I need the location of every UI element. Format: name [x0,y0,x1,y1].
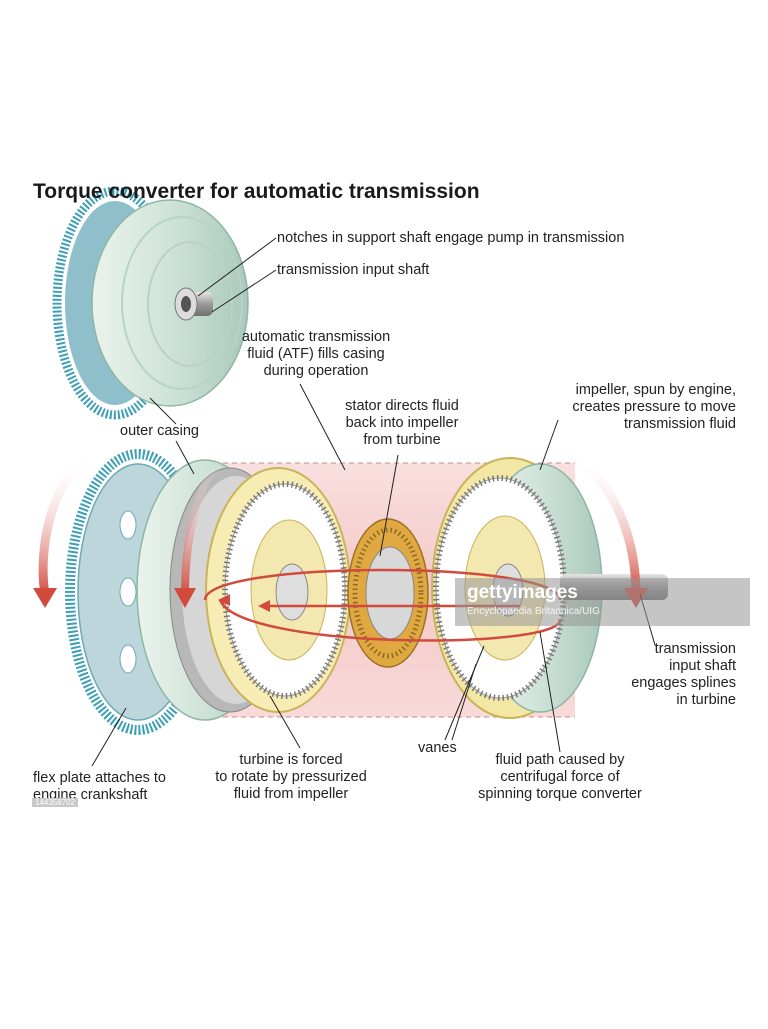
label-notches: notches in support shaft engage pump in … [277,230,625,246]
label-splines-line: in turbine [676,692,736,708]
label-impeller: impeller, spun by engine, creates pressu… [530,382,736,433]
watermark-logo: gettyimages [467,582,578,603]
label-atf-line: automatic transmission [241,329,391,345]
label-splines-line: engages splines [631,675,736,691]
label-stator: stator directs fluid back into impeller … [332,398,472,449]
label-atf-line: fluid (ATF) fills casing [247,346,385,362]
label-stator-line: stator directs fluid [345,398,459,414]
label-stator-line: from turbine [363,432,441,448]
label-flex-plate-line: flex plate attaches to [33,770,166,786]
main-leader-lines [91,383,656,767]
label-splines-line: input shaft [669,658,736,674]
diagram-title: Torque converter for automatic transmiss… [33,180,480,203]
label-atf: automatic transmission fluid (ATF) fills… [226,329,406,380]
label-impeller-line: impeller, spun by engine, [575,382,736,398]
watermark-band [455,578,750,626]
label-turbine-line: to rotate by pressurized [215,769,367,785]
top-outer-casing [91,199,249,407]
watermark-id: 144358702 [32,798,79,807]
label-turbine: turbine is forced to rotate by pressuriz… [196,752,386,803]
label-atf-line: during operation [263,363,369,379]
label-input-shaft-splines: transmission input shaft engages splines… [610,641,736,709]
top-leader-lines [149,237,277,425]
turbine [205,467,351,713]
label-fluid-path-line: spinning torque converter [478,786,642,802]
label-fluid-path-line: fluid path caused by [495,752,625,768]
watermark-credit: Encyclopaedia Britannica/UIG [467,606,600,617]
rotation-arrows [33,451,648,608]
label-turbine-line: turbine is forced [239,752,343,768]
label-splines-line: transmission [654,641,736,657]
label-outer-casing: outer casing [120,423,199,439]
label-turbine-line: fluid from impeller [233,786,349,802]
label-fluid-path-line: centrifugal force of [500,769,620,785]
label-vanes: vanes [418,740,457,756]
top-converter [52,186,249,420]
label-input-shaft-top: transmission input shaft [277,262,430,278]
stator [347,518,429,668]
label-impeller-line: transmission fluid [623,416,736,432]
label-impeller-line: creates pressure to move [572,399,736,415]
label-stator-line: back into impeller [345,415,459,431]
label-fluid-path: fluid path caused by centrifugal force o… [462,752,658,803]
